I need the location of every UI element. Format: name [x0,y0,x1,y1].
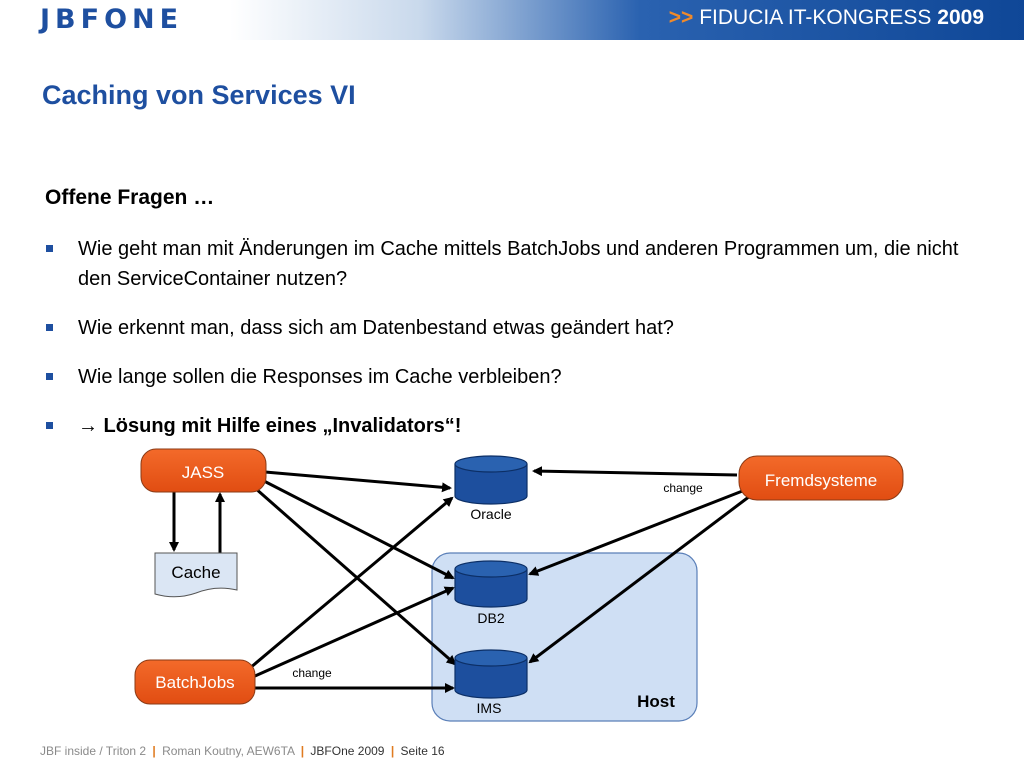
bullet-item: Wie erkennt man, dass sich am Datenbesta… [45,313,975,343]
cache-label: Cache [171,563,220,582]
footer-part1: JBF inside / Triton 2 [40,744,147,758]
slide-title: Caching von Services VI [42,80,356,110]
jbfone-logo: JBFONE [40,4,184,35]
congress-banner: >>FIDUCIA IT-KONGRESS 2009 [669,6,984,30]
bullet-text: Wie geht man mit Änderungen im Cache mit… [78,238,959,290]
fremdsysteme-label: Fremdsysteme [765,471,877,490]
db2-label: DB2 [477,610,504,626]
cache-shape [154,552,238,598]
congress-year: 2009 [937,6,984,29]
bullet-square-icon [46,373,53,380]
congress-arrows: >> [668,6,694,29]
bullet-square-icon [46,324,53,331]
arrow-fremdsysteme-to-oracle [532,466,738,477]
bullet-square-icon [46,422,53,429]
bullet-item-solution: → Lösung mit Hilfe eines „Invalidators“! [45,411,975,441]
db2-db-icon [454,560,528,608]
jass-box [140,448,267,493]
bullet-text: → Lösung mit Hilfe eines „Invalidators“! [78,415,462,437]
header-bar [0,0,1024,40]
jass-label: JASS [182,463,225,482]
bullet-text: Wie lange sollen die Responses im Cache … [78,366,562,388]
footer-separator: | [300,744,305,758]
change-label-bottom: change [292,666,332,680]
arrow-jass-to-db2 [261,478,455,580]
bullet-list: Wie geht man mit Änderungen im Cache mit… [45,234,975,460]
bullet-item: Wie lange sollen die Responses im Cache … [45,362,975,392]
oracle-label: Oracle [470,506,511,522]
congress-name: FIDUCIA IT-KONGRESS [699,6,932,29]
footer-part2: Roman Koutny, AEW6TA [162,744,295,758]
ims-label: IMS [477,700,502,716]
arrow-jass-to-oracle [264,470,452,493]
footer-separator: | [152,744,156,758]
bullet-text: Wie erkennt man, dass sich am Datenbesta… [78,317,674,339]
slide-subtitle: Offene Fragen … [45,186,215,209]
host-label: Host [637,692,675,711]
ims-db-icon [454,649,528,699]
diagram-arrows [169,466,751,693]
arrow-batchjobs-to-oracle [249,496,454,670]
arrow-batchjobs-to-db2 [254,586,455,678]
footer-page: Seite 16 [400,744,445,758]
batchjobs-label: BatchJobs [155,673,234,692]
change-label-top: change [663,481,703,495]
batchjobs-box [134,659,256,705]
oracle-db-icon [454,455,528,505]
arrow-fremdsysteme-to-ims [528,494,751,664]
footer-separator: | [390,744,395,758]
fremdsysteme-box [738,455,904,501]
footer-part3: JBFOne 2009 [310,744,385,758]
arrow-fremdsysteme-to-db2 [528,488,746,576]
footer: JBF inside / Triton 2 | Roman Koutny, AE… [40,744,445,758]
arrow-jass-to-ims [254,486,457,666]
bullet-item: Wie geht man mit Änderungen im Cache mit… [45,234,975,294]
bullet-square-icon [46,245,53,252]
